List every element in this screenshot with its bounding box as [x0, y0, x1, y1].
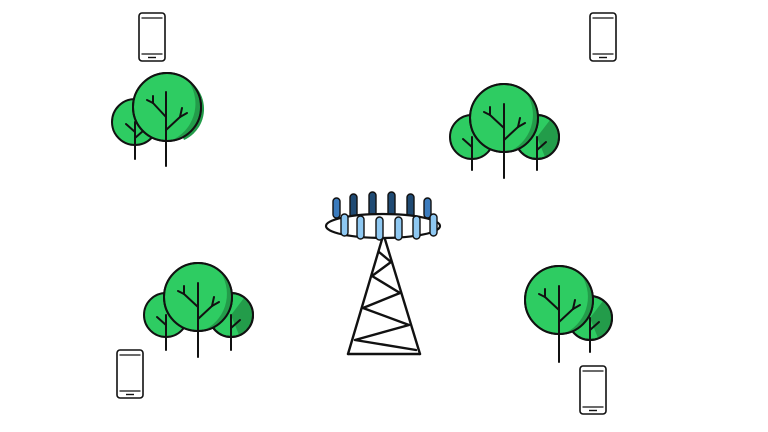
tree-cluster-top-right	[449, 83, 560, 179]
cell-tower-icon	[346, 234, 422, 356]
tree-cluster-icon	[111, 72, 205, 167]
smartphone-top-left	[138, 12, 166, 62]
antenna-front-row	[340, 213, 438, 241]
tree-cluster-icon	[524, 265, 613, 363]
tree-cluster-icon	[449, 83, 560, 179]
smartphone-icon	[579, 365, 607, 415]
tree-cluster-bottom-left	[143, 262, 254, 358]
smartphone-bottom-right	[579, 365, 607, 415]
smartphone-top-right	[589, 12, 617, 62]
smartphone-icon	[138, 12, 166, 62]
tree-cluster-top-left	[111, 72, 205, 167]
antenna-back-row	[332, 191, 432, 219]
smartphone-icon	[116, 349, 144, 399]
tree-cluster-icon	[143, 262, 254, 358]
smartphone-bottom-left	[116, 349, 144, 399]
massive-mimo-antenna-array-icon	[324, 191, 442, 241]
cell-tower	[346, 234, 422, 356]
smartphone-icon	[589, 12, 617, 62]
tree-cluster-bottom-right	[524, 265, 613, 363]
antenna-array	[324, 191, 442, 241]
